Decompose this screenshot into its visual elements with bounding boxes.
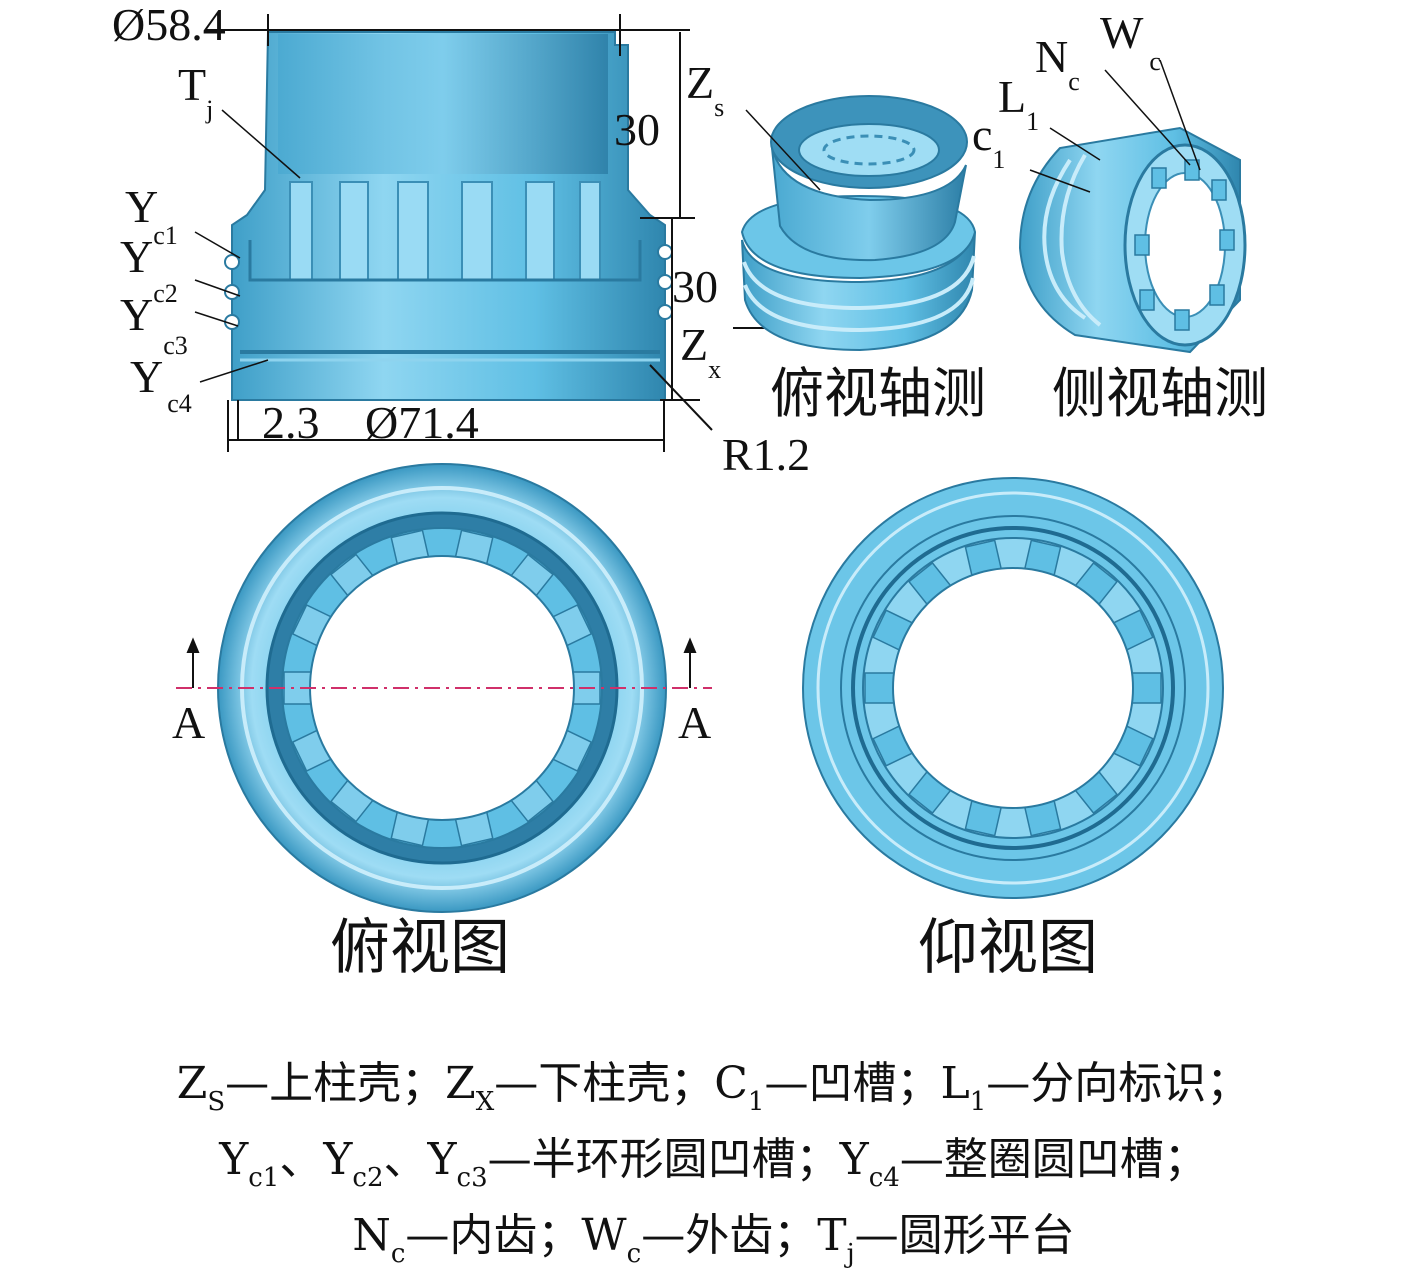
legend-symbol: Y bbox=[323, 1134, 353, 1185]
label-yc4: Yc4 bbox=[130, 351, 192, 418]
legend-symbol-subscript: 1 bbox=[969, 1087, 987, 1117]
dimension-lines bbox=[205, 14, 792, 452]
legend-symbol-subscript: c bbox=[390, 1239, 406, 1269]
label-yc1: Yc1 bbox=[120, 221, 178, 282]
label-y: Y bbox=[125, 181, 158, 232]
upper-cylinder-bore bbox=[278, 34, 608, 174]
tooth bbox=[864, 672, 896, 704]
section-mark-left: A bbox=[172, 697, 205, 748]
legend-line-2: Yc1、Yc2、Yc3—半环形圆凹槽；Yc4—整圈圆凹槽； bbox=[0, 1138, 1427, 1193]
inner-step bbox=[248, 240, 642, 282]
legend-text: —圆形平台 bbox=[854, 1210, 1075, 1261]
label-yc3: Yc3 bbox=[130, 331, 188, 402]
legend-line-1: ZS—上柱壳；ZX—下柱壳；C1—凹槽；L1—分向标识； bbox=[0, 1062, 1427, 1117]
legend-symbol-subscript: 1 bbox=[747, 1087, 765, 1117]
leader-lines bbox=[194, 109, 301, 383]
legend-symbol-subscript: c4 bbox=[868, 1163, 900, 1193]
legend-symbol: Y bbox=[427, 1134, 457, 1185]
label-zx: Zx bbox=[680, 319, 721, 384]
legend-symbol-subscript: j bbox=[846, 1239, 855, 1269]
legend-text: —外齿； bbox=[641, 1210, 818, 1261]
caption-bottom-view: 仰视图 bbox=[918, 915, 1098, 981]
iso-side-leaders bbox=[1029, 59, 1201, 193]
caption-top-view: 俯视图 bbox=[330, 915, 510, 981]
section-mark-right: A bbox=[678, 697, 711, 748]
legend-text: —下柱壳； bbox=[494, 1058, 715, 1109]
legend-symbol: Y bbox=[839, 1134, 869, 1185]
dim-radius: R1.2 bbox=[722, 429, 810, 480]
legend-symbol-subscript: S bbox=[207, 1087, 226, 1117]
legend-symbol: Y bbox=[219, 1134, 249, 1185]
dim-top-diameter: Ø58.4 bbox=[112, 0, 226, 50]
dim-lower-height: 30 bbox=[672, 261, 718, 312]
dim-bottom-diameter: Ø71.4 bbox=[365, 397, 479, 448]
legend-symbol-subscript: c2 bbox=[352, 1163, 384, 1193]
legend-text: 、 bbox=[383, 1134, 428, 1185]
legend-text: —凹槽； bbox=[764, 1058, 941, 1109]
semi-ring-grooves bbox=[224, 244, 673, 330]
legend-line-3: Nc—内齿；Wc—外齿；Tj—圆形平台 bbox=[0, 1214, 1427, 1269]
legend-text: —整圈圆凹槽； bbox=[899, 1134, 1208, 1185]
legend-text: 、 bbox=[279, 1134, 324, 1185]
caption-iso-top: 俯视轴测 bbox=[770, 364, 986, 424]
legend-symbol: Z bbox=[445, 1058, 476, 1109]
legend-symbol-subscript: X bbox=[475, 1087, 495, 1117]
iso-top-lower-shell bbox=[741, 231, 976, 352]
legend-symbol-subscript: c1 bbox=[248, 1163, 280, 1193]
tooth bbox=[1130, 672, 1162, 704]
iso-top-view: 俯视轴测 bbox=[740, 95, 986, 424]
section-arrows bbox=[186, 637, 697, 688]
legend-symbol-subscript: c bbox=[626, 1239, 642, 1269]
legend-symbol: N bbox=[352, 1210, 391, 1261]
legend-text: —上柱壳； bbox=[225, 1058, 446, 1109]
legend-text: —半环形圆凹槽； bbox=[487, 1134, 840, 1185]
label-zs: Zs bbox=[686, 57, 724, 122]
dim-upper-height: 30 bbox=[614, 104, 660, 155]
dim-offset: 2.3 bbox=[262, 397, 320, 448]
label-l1: L1 bbox=[998, 71, 1039, 136]
caption-iso-side: 侧视轴测 bbox=[1052, 364, 1268, 424]
bottom-view: 仰视图 bbox=[802, 477, 1224, 981]
iso-side-teeth bbox=[1134, 159, 1235, 331]
label-wc: Wc bbox=[1100, 7, 1161, 76]
label-nc: Nc bbox=[1035, 31, 1080, 96]
legend-symbol: C bbox=[714, 1058, 748, 1109]
legend-symbol: Z bbox=[176, 1058, 208, 1109]
legend-symbol-subscript: c3 bbox=[456, 1163, 488, 1193]
iso-side-view: Nc Wc L1 c1 侧视轴测 bbox=[972, 7, 1268, 424]
legend-text: —内齿； bbox=[405, 1210, 582, 1261]
iso-top-upper-shell bbox=[771, 147, 967, 262]
legend-text: —分向标识； bbox=[986, 1058, 1251, 1109]
top-view: A A 俯视图 bbox=[172, 463, 712, 981]
section-view: Ø58.4 30 30 2.3 Ø71.4 R1.2 Tj Y Yc1 Yc2 … bbox=[112, 0, 810, 480]
label-tj: Tj bbox=[178, 59, 213, 124]
legend-symbol: T bbox=[817, 1210, 847, 1261]
label-c1: c1 bbox=[972, 109, 1005, 174]
legend-symbol: W bbox=[581, 1210, 627, 1261]
legend-symbol: L bbox=[940, 1058, 970, 1109]
figure-canvas: Ø58.4 30 30 2.3 Ø71.4 R1.2 Tj Y Yc1 Yc2 … bbox=[112, 0, 1268, 981]
label-yc2: Yc2 bbox=[120, 279, 178, 340]
